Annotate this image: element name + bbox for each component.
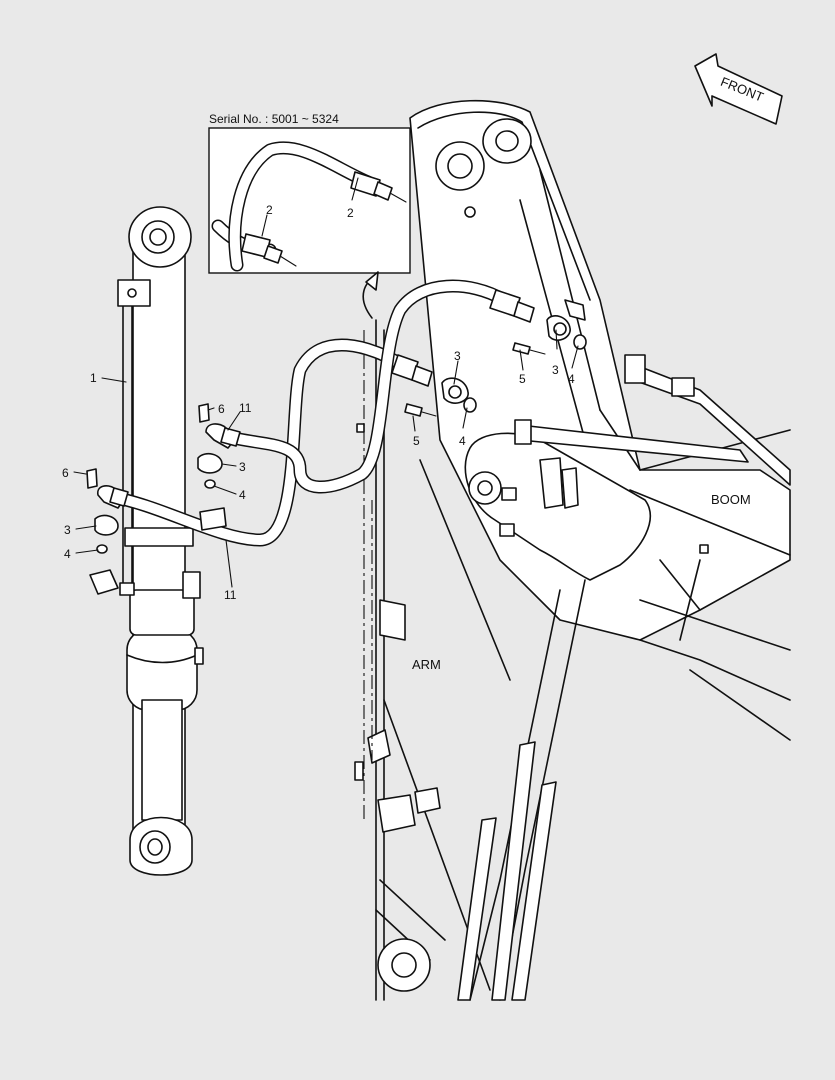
- detail-pointer-arrowhead: [365, 271, 379, 291]
- arm-cylinder: [117, 206, 204, 876]
- callout-2: 2: [347, 206, 354, 220]
- callout-2: 2: [266, 203, 273, 217]
- arm-label: ARM: [412, 657, 441, 672]
- callout-3: 3: [239, 460, 246, 474]
- callout-6: 6: [62, 466, 69, 480]
- boom-label: BOOM: [711, 492, 751, 507]
- inset-hose: [211, 141, 407, 272]
- callout-4: 4: [239, 488, 246, 502]
- callout-4: 4: [64, 547, 71, 561]
- arm-structure: [354, 319, 791, 1001]
- callout-4: 4: [459, 434, 466, 448]
- callout-11: 11: [224, 588, 237, 602]
- leader-lines: [73, 177, 579, 588]
- callout-5: 5: [519, 372, 526, 386]
- front-direction-arrow: FRONT: [694, 53, 783, 125]
- hose-11-upper: [219, 279, 511, 494]
- callout-3: 3: [454, 349, 461, 363]
- serial-number-label: Serial No. : 5001 ~ 5324: [209, 112, 339, 126]
- hose-fitting-upper: [489, 289, 587, 355]
- callout-3: 3: [64, 523, 71, 537]
- callout-5: 5: [413, 434, 420, 448]
- cylinder-elbow-fittings: [86, 403, 241, 595]
- callout-11: 11: [239, 401, 252, 415]
- callout-1: 1: [90, 371, 97, 385]
- callout-6: 6: [218, 402, 225, 416]
- callout-3: 3: [552, 363, 559, 377]
- hose-11-lower: [105, 338, 411, 547]
- callout-4: 4: [568, 372, 575, 386]
- hose-fitting-lower: [391, 354, 477, 417]
